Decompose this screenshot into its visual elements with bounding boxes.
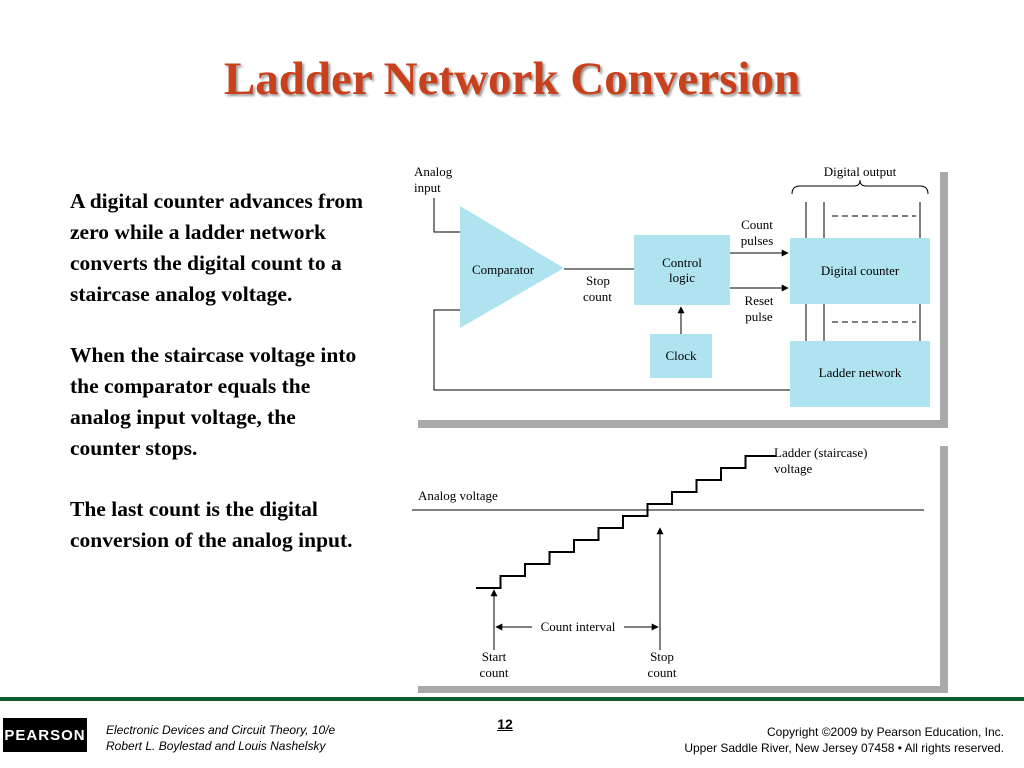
paragraph-1: A digital counter advances from zero whi… [70, 189, 364, 306]
book-title: Electronic Devices and Circuit Theory, 1… [106, 723, 336, 737]
ladder-network-label: Ladder network [819, 365, 902, 380]
publisher-line: Upper Saddle River, New Jersey 07458 • A… [684, 741, 1004, 755]
copyright-line: Copyright ©2009 by Pearson Education, In… [767, 725, 1004, 739]
control-logic-box [634, 235, 730, 305]
block-diagram: Analog input Comparator Stop count Contr… [408, 158, 950, 430]
panel-background-2 [410, 440, 940, 686]
ladder-network-box [790, 341, 930, 407]
digital-counter-box [790, 238, 930, 304]
page-title: Ladder Network Conversion [223, 53, 801, 105]
control-logic-label-2: logic [669, 270, 695, 285]
control-logic-label-1: Control [662, 255, 702, 270]
reset-pulse-label-2: pulse [745, 309, 773, 324]
comparator-label: Comparator [472, 262, 535, 277]
stop-count-label-2: count [583, 289, 612, 304]
staircase-waveform [476, 455, 776, 589]
comparator-triangle [460, 206, 564, 328]
digital-counter-label: Digital counter [821, 263, 900, 278]
digital-output-label: Digital output [824, 164, 897, 179]
start-count-label-2: count [480, 665, 509, 680]
analog-voltage-label: Analog voltage [418, 488, 498, 503]
stop-count-label-1-b: Stop [650, 649, 674, 664]
digital-output-brace [791, 179, 929, 195]
page-number: 12 [497, 716, 513, 732]
copyright-block: Copyright ©2009 by Pearson Education, In… [684, 724, 1004, 756]
count-pulses-label-2: pulses [741, 233, 774, 248]
count-interval-label: Count interval [541, 619, 616, 634]
clock-box [650, 334, 712, 378]
paragraph-3: The last count is the digital conversion… [70, 497, 353, 552]
stop-count-label-2-b: count [648, 665, 677, 680]
book-authors: Robert L. Boylestad and Louis Nashelsky [106, 739, 326, 753]
analog-input-label-1: Analog [414, 164, 453, 179]
staircase-diagram: Analog voltage Ladder (staircase) voltag… [408, 440, 950, 695]
ladder-voltage-label-2: voltage [774, 461, 812, 476]
count-pulses-label-1: Count [741, 217, 773, 232]
analog-input-label-2: input [414, 180, 441, 195]
analog-input-wire [433, 198, 460, 233]
body-text: A digital counter advances from zero whi… [70, 186, 370, 586]
start-count-label-1: Start [482, 649, 507, 664]
book-citation: Electronic Devices and Circuit Theory, 1… [106, 722, 335, 754]
ladder-voltage-label-1: Ladder (staircase) [774, 445, 867, 460]
clock-label: Clock [665, 348, 697, 363]
paragraph-2: When the staircase voltage into the comp… [70, 343, 357, 460]
publisher-logo: PEARSON [3, 718, 87, 752]
reset-pulse-label-1: Reset [745, 293, 774, 308]
feedback-wire [433, 309, 790, 391]
stop-count-label-1: Stop [586, 273, 610, 288]
footer-rule [0, 697, 1024, 701]
